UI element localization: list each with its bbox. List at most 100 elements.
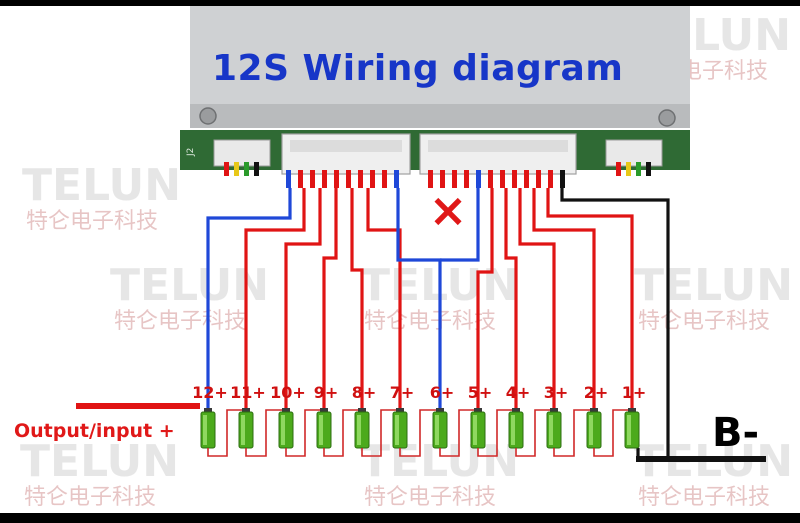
b-minus-label: B- bbox=[712, 410, 760, 456]
watermark-cn: 特仑电子科技 bbox=[638, 309, 770, 334]
side-wire bbox=[636, 162, 641, 176]
pin-stub bbox=[370, 170, 375, 188]
side-wire bbox=[616, 162, 621, 176]
pin-stub bbox=[536, 170, 541, 188]
pin-stub bbox=[394, 170, 399, 188]
side-connector-left bbox=[213, 139, 271, 167]
cell-series-link bbox=[439, 409, 478, 457]
b-minus-line bbox=[636, 456, 766, 462]
pin-stub bbox=[488, 170, 493, 188]
side-connector-right bbox=[605, 139, 663, 167]
cell-highlight bbox=[511, 415, 515, 445]
pin-stub bbox=[512, 170, 517, 188]
cell-highlight bbox=[281, 415, 285, 445]
pin-stub bbox=[464, 170, 469, 188]
pin-stub bbox=[500, 170, 505, 188]
cell-label: 10+ bbox=[270, 383, 306, 402]
cell-series-link bbox=[515, 409, 554, 457]
output-positive-line bbox=[76, 403, 200, 409]
balance-wire bbox=[532, 188, 596, 408]
cell-series-link bbox=[477, 409, 516, 457]
side-wire bbox=[254, 162, 259, 176]
cell-series-link bbox=[361, 409, 400, 457]
watermark-brand: TELUN bbox=[110, 260, 269, 311]
pin-stub bbox=[334, 170, 339, 188]
balance-wire bbox=[322, 188, 338, 408]
cell-series-link bbox=[593, 409, 632, 457]
cell-label: 11+ bbox=[230, 383, 266, 402]
pin-stub bbox=[358, 170, 363, 188]
cell-label: 2+ bbox=[584, 383, 609, 402]
side-wire bbox=[234, 162, 239, 176]
cell-terminal bbox=[396, 408, 404, 413]
cell-series-link bbox=[285, 409, 324, 457]
cell-highlight bbox=[473, 415, 477, 445]
pin-stub bbox=[322, 170, 327, 188]
cell-terminal bbox=[320, 408, 328, 413]
balance-wire bbox=[518, 188, 556, 408]
watermark-cn: 特仑电子科技 bbox=[638, 485, 770, 510]
cell-terminal bbox=[436, 408, 444, 413]
board-silkscreen-label: J2 bbox=[186, 148, 196, 157]
balance-wire bbox=[284, 188, 322, 408]
cell-label: 8+ bbox=[352, 383, 377, 402]
cell-series-link bbox=[553, 409, 594, 457]
cell-terminal bbox=[204, 408, 212, 413]
cell-highlight bbox=[203, 415, 207, 445]
output-input-label: Output/input + bbox=[14, 420, 175, 442]
pin-stub bbox=[476, 170, 481, 188]
watermark-cn: 特仑电子科技 bbox=[24, 485, 156, 510]
pin-stub bbox=[452, 170, 457, 188]
cell-label: 9+ bbox=[314, 383, 339, 402]
balance-wire bbox=[546, 188, 634, 408]
fault-x-icon: × bbox=[429, 183, 468, 237]
pin-stub bbox=[524, 170, 529, 188]
cell-label: 5+ bbox=[468, 383, 493, 402]
board-screw-left bbox=[199, 107, 217, 125]
cell-terminal bbox=[512, 408, 520, 413]
cell-terminal bbox=[242, 408, 250, 413]
balance-wire bbox=[206, 188, 292, 408]
cell-highlight bbox=[435, 415, 439, 445]
side-connector-wires bbox=[224, 162, 651, 176]
cell-highlight bbox=[627, 415, 631, 445]
watermark-brand: TELUN bbox=[634, 260, 793, 311]
cell-label: 7+ bbox=[390, 383, 415, 402]
connector-socket-right bbox=[428, 140, 568, 152]
cell-label: 3+ bbox=[544, 383, 569, 402]
cell-highlight bbox=[589, 415, 593, 445]
cell-terminal bbox=[474, 408, 482, 413]
pin-stub bbox=[298, 170, 303, 188]
pin-stub bbox=[382, 170, 387, 188]
side-wire bbox=[244, 162, 249, 176]
watermark-brand: TELUN bbox=[22, 160, 181, 211]
cell-highlight bbox=[319, 415, 323, 445]
wire-layer bbox=[206, 170, 670, 461]
diagram-title: 12S Wiring diagram bbox=[212, 48, 624, 89]
balance-wire bbox=[350, 188, 364, 408]
cell-terminal bbox=[358, 408, 366, 413]
side-wire bbox=[646, 162, 651, 176]
side-wire bbox=[626, 162, 631, 176]
battery-cells: 12+11+10+9+8+7+6+5+4+3+2+1+ bbox=[192, 383, 646, 457]
cell-label: 4+ bbox=[506, 383, 531, 402]
balance-wire bbox=[504, 188, 518, 408]
pin-stub bbox=[286, 170, 291, 188]
cell-series-link bbox=[207, 409, 246, 457]
pin-stub bbox=[560, 170, 565, 188]
cell-terminal bbox=[590, 408, 598, 413]
bms-board: J2 bbox=[180, 6, 690, 175]
cell-highlight bbox=[357, 415, 361, 445]
pin-stub bbox=[428, 170, 433, 188]
balance-wire bbox=[476, 188, 494, 408]
watermark-cn: 特仑电子科技 bbox=[364, 485, 496, 510]
watermark-cn: 特仑电子科技 bbox=[26, 209, 158, 234]
watermark-cn: 特仑电子科技 bbox=[364, 309, 496, 334]
cell-highlight bbox=[549, 415, 553, 445]
watermark-brand: TELUN bbox=[20, 436, 179, 487]
connector-socket-left bbox=[290, 140, 402, 152]
pin-stub bbox=[440, 170, 445, 188]
side-wire bbox=[224, 162, 229, 176]
